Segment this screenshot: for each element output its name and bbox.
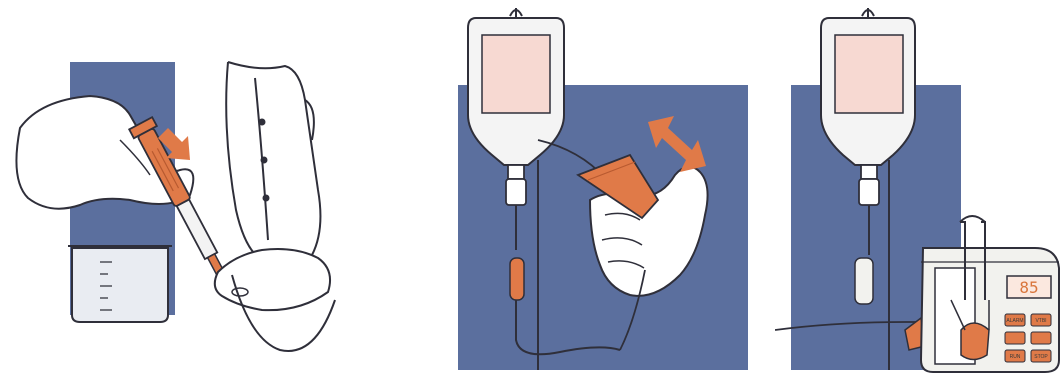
panel-infusion-pump: 85 ALARM VTBI RUN STOP (775, 0, 1063, 382)
pump-key-blank-1[interactable] (1005, 332, 1025, 344)
lab-coat-outline (226, 62, 320, 260)
pump-key-label-stop: STOP (1034, 354, 1048, 360)
drip-chamber-icon (859, 165, 879, 205)
right-hand-outline (215, 249, 330, 310)
iv-bag-icon (821, 18, 915, 165)
pump-readout: 85 (1019, 278, 1038, 297)
syringe-filling-illustration (0, 0, 340, 382)
injection-port-icon (855, 258, 873, 304)
infusion-pump-illustration: 85 ALARM VTBI RUN STOP (775, 0, 1063, 382)
beaker-icon (68, 246, 172, 322)
drip-chamber-icon (506, 165, 526, 205)
pump-key-label-vtbi: VTBI (1035, 318, 1046, 324)
pump-key-label-run: RUN (1010, 354, 1021, 360)
panel-syringe-filling (0, 0, 340, 382)
pump-key-blank-2[interactable] (1031, 332, 1051, 344)
pump-key-label-alarm: ALARM (1006, 318, 1023, 324)
gravity-drip-illustration (430, 0, 760, 382)
injection-port-icon (510, 258, 524, 300)
panel-gravity-drip (430, 0, 760, 382)
